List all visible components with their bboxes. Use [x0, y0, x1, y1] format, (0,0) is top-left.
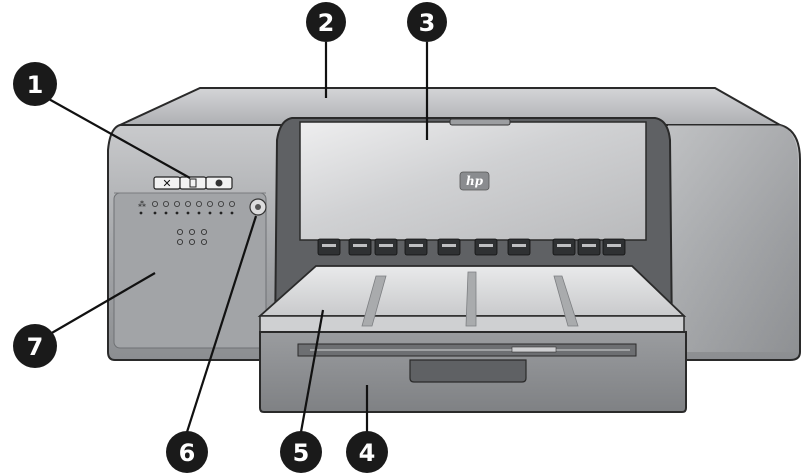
leader-line-1	[46, 97, 191, 179]
input-tray-handle[interactable]	[409, 359, 527, 383]
tray-ridge	[553, 275, 579, 327]
cover-handle[interactable]	[449, 118, 511, 126]
callout-6: 6	[166, 431, 208, 473]
tray-ridge	[465, 271, 477, 327]
ink-drop-icon: ⁂	[138, 199, 146, 209]
leader-line-5	[299, 309, 325, 433]
svg-text:4: 4	[359, 439, 376, 467]
tray-slider[interactable]	[511, 346, 557, 353]
cartridge-slots	[317, 238, 626, 256]
callout-2: 2	[306, 2, 346, 42]
right-side-panel	[668, 125, 798, 352]
callout-5: 5	[280, 431, 322, 473]
left-front-panel	[113, 192, 267, 349]
leader-lines	[46, 42, 429, 433]
photo-icon	[215, 179, 223, 187]
svg-text:1: 1	[27, 71, 44, 99]
leader-line-7	[49, 272, 156, 335]
power-button[interactable]	[249, 198, 267, 216]
control-panel: ✕	[153, 176, 233, 190]
callout-7: 7	[13, 324, 57, 368]
callout-3: 3	[407, 2, 447, 42]
callout-1: 1	[13, 62, 57, 106]
svg-text:5: 5	[293, 439, 310, 467]
tray-ridge	[361, 275, 387, 327]
svg-text:hp: hp	[466, 174, 484, 188]
hp-logo: hp	[459, 171, 490, 191]
callout-4: 4	[346, 431, 388, 473]
indicator-lights: ⁂	[138, 199, 235, 215]
cancel-x-icon: ✕	[162, 177, 171, 190]
svg-text:3: 3	[419, 9, 436, 37]
svg-text:2: 2	[318, 9, 335, 37]
vent-holes	[176, 228, 208, 246]
svg-text:7: 7	[27, 333, 44, 361]
page-icon	[189, 178, 197, 188]
leader-line-6	[185, 215, 258, 433]
svg-text:6: 6	[179, 439, 196, 467]
